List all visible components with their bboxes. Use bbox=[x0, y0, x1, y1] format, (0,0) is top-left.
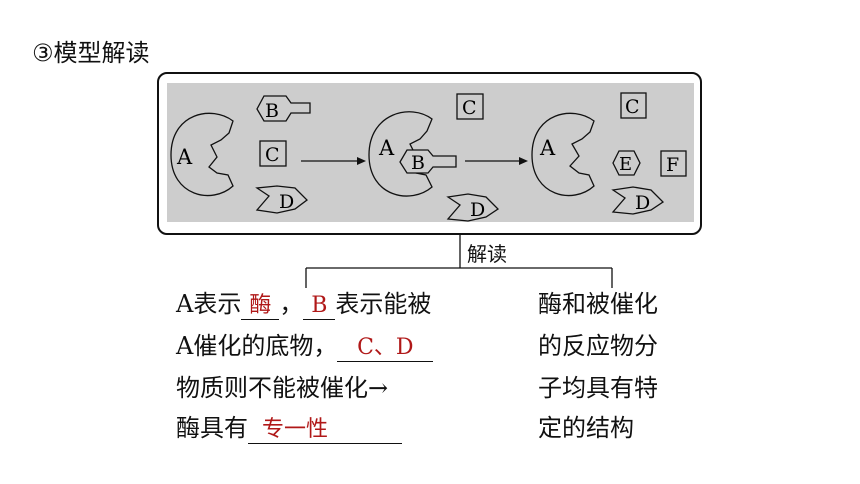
left-text-line-1: A表示酶 ， B 表示能被 bbox=[176, 288, 431, 320]
molecule-f-label: F bbox=[666, 154, 679, 176]
interpretation-label: 解读 bbox=[467, 242, 507, 266]
molecule-d-stage2-label: D bbox=[470, 199, 485, 221]
molecule-c-stage3-label: C bbox=[625, 96, 640, 118]
line1-comma: ， bbox=[279, 290, 304, 318]
molecule-d-stage1 bbox=[255, 185, 308, 214]
line4-prefix: 酶具有 bbox=[176, 414, 248, 442]
reaction-arrow-1-head bbox=[357, 157, 366, 165]
molecule-d-stage3 bbox=[611, 186, 665, 215]
answer-cd: C、D bbox=[357, 335, 414, 360]
blank-specificity: 专一性 bbox=[248, 415, 402, 444]
molecule-b-bound-label: B bbox=[411, 152, 425, 174]
enzyme-a-stage2-label: A bbox=[378, 136, 395, 160]
molecule-d-stage3-label: D bbox=[635, 192, 650, 214]
left-text-line-4: 酶具有专一性 bbox=[176, 412, 402, 444]
molecule-c-stage1 bbox=[259, 140, 287, 167]
molecule-b-stage1-label: B bbox=[265, 100, 279, 122]
blank-b: B bbox=[303, 291, 336, 320]
line1-prefix: A表示 bbox=[176, 290, 242, 318]
line2-prefix: A催化的底物， bbox=[176, 332, 338, 360]
left-text-line-3: 物质则不能被催化→ bbox=[176, 374, 389, 402]
molecule-c-stage1-label: C bbox=[265, 144, 280, 166]
enzyme-a-stage1-label: A bbox=[176, 145, 193, 169]
left-text-line-2: A催化的底物， C、D bbox=[176, 330, 434, 362]
answer-enzyme: 酶 bbox=[249, 293, 272, 318]
molecule-b-bound bbox=[399, 149, 457, 174]
enzyme-model-diagram: A B C D A C B D bbox=[170, 92, 687, 222]
answer-b: B bbox=[311, 293, 328, 318]
molecule-c-stage2 bbox=[456, 93, 484, 120]
enzyme-model-panel: A B C D A C B D bbox=[157, 72, 702, 235]
blank-enzyme: 酶 bbox=[241, 291, 280, 320]
molecule-c-stage2-label: C bbox=[462, 97, 477, 119]
molecule-b-stage1 bbox=[256, 95, 311, 122]
blank-cd: C、D bbox=[337, 333, 434, 362]
right-text-line-4: 定的结构 bbox=[538, 414, 634, 442]
enzyme-a-stage3 bbox=[531, 112, 595, 197]
right-text-line-2: 的反应物分 bbox=[538, 332, 658, 360]
enzyme-a-stage1 bbox=[170, 112, 234, 197]
section-heading: ③模型解读 bbox=[32, 39, 150, 67]
answer-specificity: 专一性 bbox=[262, 417, 329, 442]
molecule-c-stage3 bbox=[620, 92, 647, 119]
molecule-e bbox=[612, 150, 641, 176]
molecule-d-stage2 bbox=[446, 193, 500, 222]
reaction-arrow-2-head bbox=[519, 157, 528, 165]
molecule-e-label: E bbox=[619, 154, 632, 175]
line1-suffix: 表示能被 bbox=[335, 290, 432, 318]
molecule-f bbox=[660, 150, 687, 177]
right-text-line-1: 酶和被催化 bbox=[538, 290, 658, 318]
enzyme-a-stage3-label: A bbox=[539, 136, 556, 160]
molecule-d-stage1-label: D bbox=[279, 191, 294, 213]
right-text-line-3: 子均具有特 bbox=[538, 374, 658, 402]
enzyme-model-background: A B C D A C B D bbox=[167, 83, 694, 222]
